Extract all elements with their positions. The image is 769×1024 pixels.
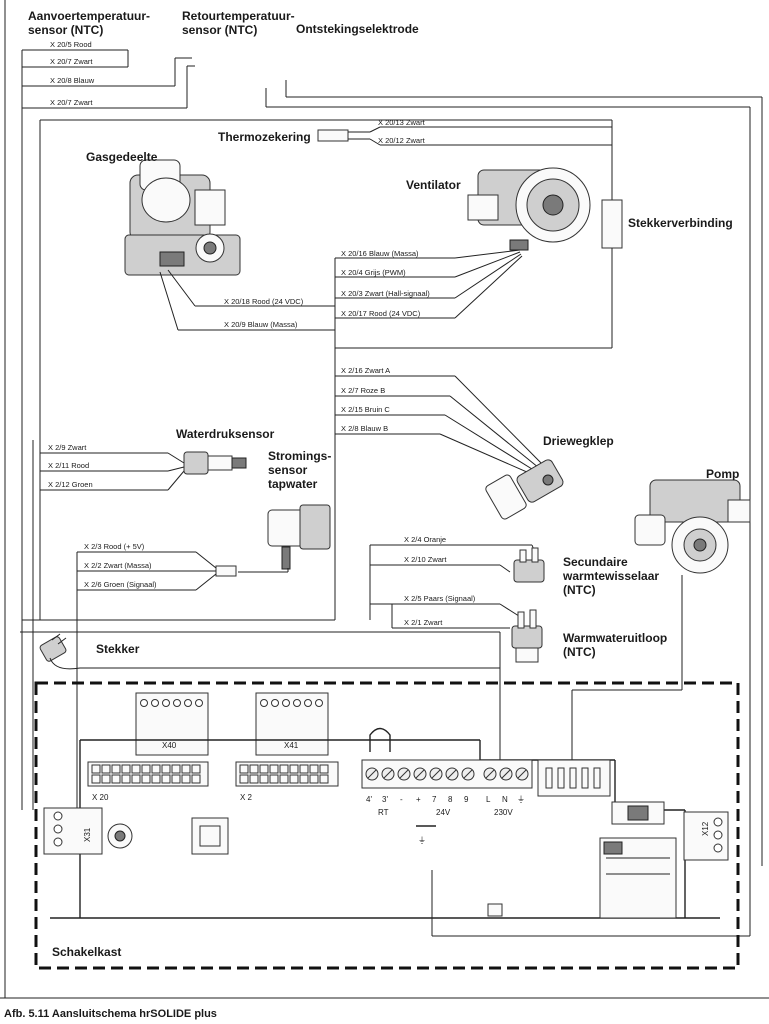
label-24v: 24V [436, 808, 451, 817]
terminal-numbers: 4' 3' - + 7 8 9 L N ⏚ [366, 795, 525, 804]
wire-label: X 20/7 Zwart [50, 98, 93, 107]
label-rt: RT [378, 808, 389, 817]
terminal-label: L [486, 795, 491, 804]
label-warmwater: Warmwateruitloop(NTC) [563, 631, 667, 659]
terminal-label: 4' [366, 795, 372, 804]
label-schakelkast: Schakelkast [52, 945, 121, 959]
figure-caption: Afb. 5.11 Aansluitschema hrSOLIDE plus [4, 1008, 217, 1020]
label-ground: ⏚ [418, 836, 426, 845]
label-stekkerverbinding: Stekkerverbinding [628, 216, 733, 230]
wire-label: X 2/15 Bruin C [341, 405, 390, 414]
label-x40: X40 [162, 741, 177, 750]
fan-drawing [467, 167, 591, 251]
three-way-valve-group [335, 375, 564, 520]
label-thermozekering: Thermozekering [218, 130, 311, 144]
label-pomp: Pomp [706, 467, 739, 481]
wire-label: X 2/11 Rood [48, 461, 89, 470]
ntc-secundaire-drawing [513, 559, 545, 583]
thermozekering-group [317, 120, 623, 349]
label-x31: X31 [83, 827, 92, 842]
label-driewegklep: Driewegklep [543, 434, 614, 448]
wire-label: X 20/12 Zwart [378, 136, 426, 145]
terminal-label: + [416, 795, 421, 804]
wire-label: X 2/1 Zwart [404, 618, 443, 627]
wire-label: X 2/4 Oranje [404, 535, 446, 544]
small-component [487, 903, 503, 917]
wire-label: X 2/5 Paars (Signaal) [404, 594, 476, 603]
x31-connector [43, 807, 103, 855]
terminal-label: 9 [464, 795, 469, 804]
label-gasgedeelte: Gasgedeelte [86, 150, 158, 164]
plug-drawing [39, 633, 500, 670]
wire-label: X 2/9 Zwart [48, 443, 87, 452]
terminal-label: ⏚ [517, 795, 525, 804]
label-x12: X12 [701, 821, 710, 836]
wire-label: X 2/2 Zwart (Massa) [84, 561, 152, 570]
wire-label: X 2/16 Zwart A [341, 366, 390, 375]
wire-label: X 20/17 Rood (24 VDC) [341, 309, 421, 318]
wire-label: X 20/8 Blauw [50, 76, 95, 85]
label-230v: 230V [494, 808, 513, 817]
gas-valve-drawing [124, 159, 241, 276]
label-x2: X 2 [240, 793, 253, 802]
wire-label: X 20/7 Zwart [50, 57, 93, 66]
wire-label: X 20/18 Rood (24 VDC) [224, 297, 304, 306]
wire-label: X 2/3 Rood (+ 5V) [84, 542, 145, 551]
label-ontsteking: Ontstekingselektrode [296, 22, 419, 36]
label-ventilator: Ventilator [406, 178, 461, 192]
label-stekker: Stekker [96, 642, 140, 656]
component-labels: Aanvoertemperatuur-sensor (NTC) Retourte… [28, 9, 739, 959]
terminal-label: 3' [382, 795, 388, 804]
ntc-warmwater-drawing [511, 625, 543, 649]
wire-label: X 2/10 Zwart [404, 555, 447, 564]
left-bus [20, 119, 612, 810]
board-labels: X40 X41 X 20 X 2 X31 X12 4' 3' - + 7 8 9… [83, 741, 710, 845]
terminal-label: N [502, 795, 508, 804]
wire-label: X 20/5 Rood [50, 40, 92, 49]
flow-sensor-connector [215, 565, 237, 577]
ntc-sensors-group [369, 544, 545, 663]
terminal-label: 8 [448, 795, 453, 804]
fan-wires [159, 249, 523, 620]
thermal-fuse [317, 129, 349, 142]
wire-label: X 20/13 Zwart [378, 118, 426, 127]
terminal-label: 7 [432, 795, 437, 804]
wire-label: X 20/3 Zwart (Hall-signaal) [341, 289, 430, 298]
label-aanvoer: Aanvoertemperatuur-sensor (NTC) [28, 9, 150, 37]
flow-sensor-group [76, 504, 331, 810]
wire-label: X 2/6 Groen (Signaal) [84, 580, 157, 589]
top-sensor-wires [21, 49, 763, 937]
stekkerverbinding-block [601, 199, 623, 249]
wire-label: X 20/16 Blauw (Massa) [341, 249, 419, 258]
fuse-loop [369, 727, 391, 752]
label-x41: X41 [284, 741, 299, 750]
label-waterdruksensor: Waterdruksensor [176, 427, 275, 441]
label-x20: X 20 [92, 793, 109, 802]
terminal-label: - [400, 795, 403, 804]
wire-label: X 2/7 Roze B [341, 386, 385, 395]
wire-label: X 2/8 Blauw B [341, 424, 388, 433]
wire-label: X 2/12 Groen [48, 480, 93, 489]
wire-label: X 20/4 Grijs (PWM) [341, 268, 406, 277]
wire-labels: X 20/5 Rood X 20/7 Zwart X 20/8 Blauw X … [48, 40, 476, 627]
control-board [43, 692, 729, 919]
wire-label: X 20/9 Blauw (Massa) [224, 320, 298, 329]
water-pressure-sensor-group [40, 451, 247, 491]
label-retour: Retourtemperatuur-sensor (NTC) [182, 9, 295, 37]
schakelkast-boundary [34, 681, 740, 970]
pump-drawing [571, 479, 751, 760]
